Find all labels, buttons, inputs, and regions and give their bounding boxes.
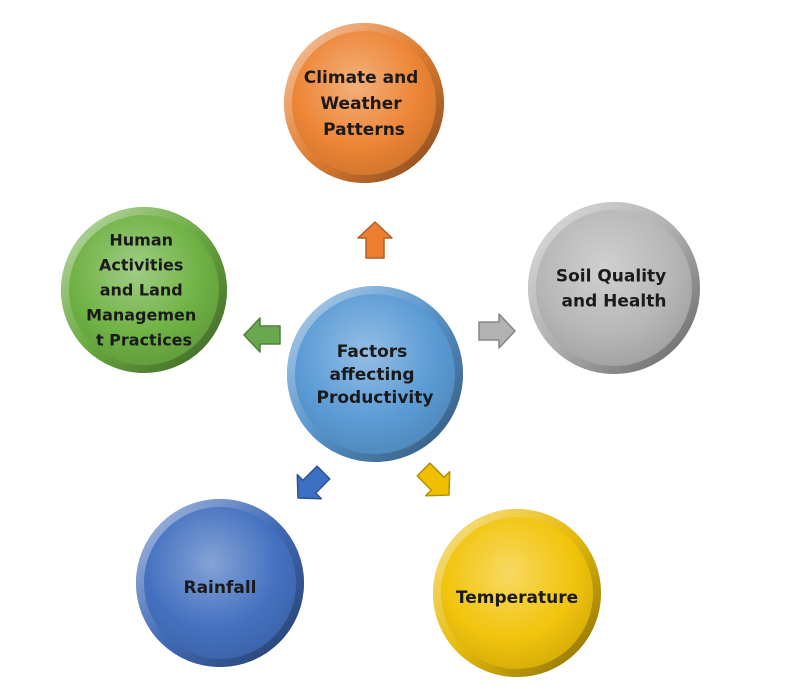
node-soil: Soil Quality and Health [528, 202, 700, 374]
arrow-to-temperature [416, 462, 451, 497]
rim-human [61, 207, 227, 373]
circle-rainfall [136, 499, 304, 667]
rim-soil [528, 202, 700, 374]
rim-climate [284, 23, 444, 183]
circle-temperature [433, 509, 601, 677]
node-center: Factors affecting Productivity [287, 286, 463, 462]
arrow-to-rainfall [296, 465, 331, 500]
arrow-to-human [243, 317, 281, 353]
node-rainfall: Rainfall [136, 499, 304, 667]
label-human: Human Activities and Land Managemen t Pr… [86, 231, 202, 350]
label-soil: Soil Quality and Health [556, 266, 672, 311]
node-human: Human Activities and Land Managemen t Pr… [61, 207, 227, 373]
rim-rainfall [136, 499, 304, 667]
arrow-to-climate [357, 221, 393, 259]
label-temperature: Temperature [456, 588, 578, 608]
node-climate: Climate and Weather Patterns [284, 23, 444, 183]
circle-soil [528, 202, 700, 374]
circle-climate [284, 23, 444, 183]
node-temperature: Temperature [433, 509, 601, 677]
label-rainfall: Rainfall [183, 578, 256, 598]
arrow-to-soil [478, 313, 516, 349]
rim-temperature [433, 509, 601, 677]
label-center: Factors affecting Productivity [317, 342, 434, 408]
circle-center [287, 286, 463, 462]
rim-center [287, 286, 463, 462]
circle-human [61, 207, 227, 373]
label-climate: Climate and Weather Patterns [304, 68, 425, 140]
